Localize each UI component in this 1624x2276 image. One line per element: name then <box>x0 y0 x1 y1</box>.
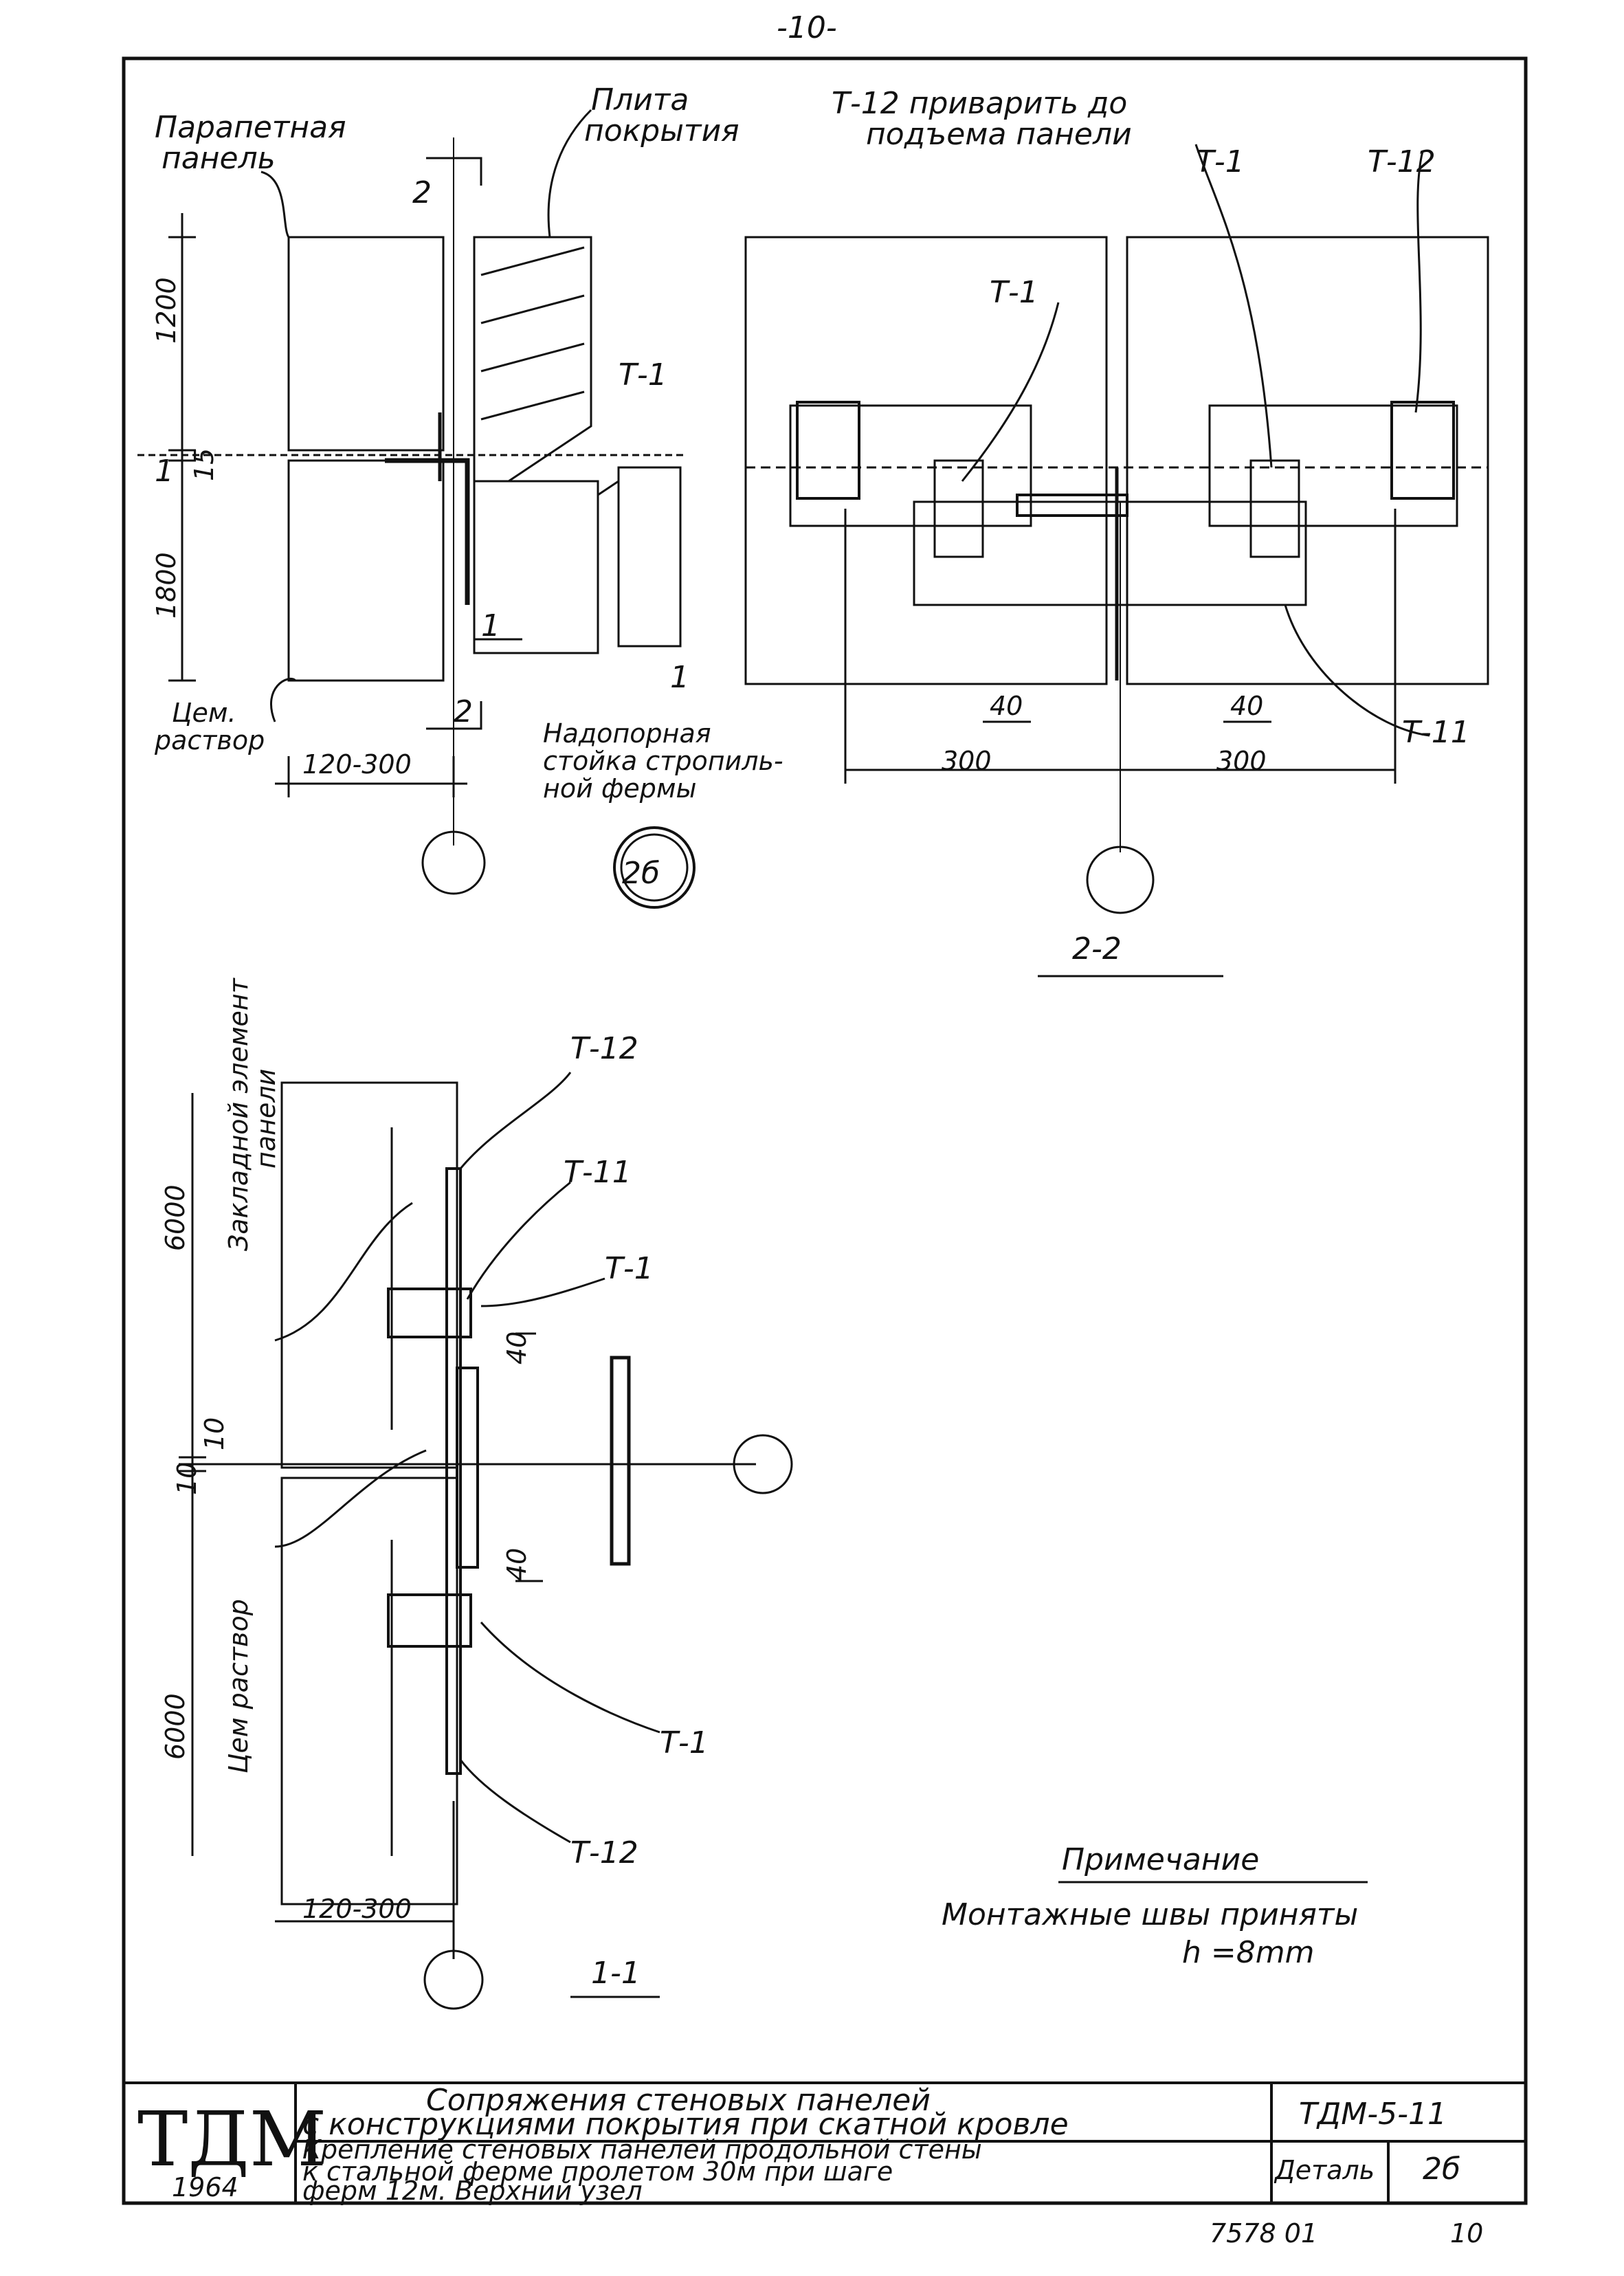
note-title: Примечание <box>1062 1842 1259 1877</box>
page-number: -10- <box>777 10 837 45</box>
title-block <box>122 2081 1527 2205</box>
label-cement-2: раствор <box>154 725 265 755</box>
note-line-2: h =8mm <box>1182 1935 1314 1970</box>
section-2-2 <box>744 144 1489 977</box>
detail-bubble: 2б <box>622 856 660 891</box>
label-t1-b: Т-1 <box>660 1725 709 1760</box>
dim-15: 15 <box>189 448 219 481</box>
dim-40-b: 40 <box>1230 691 1263 721</box>
footer-sheet: 10 <box>1450 2218 1483 2249</box>
label-embedded-1: Закладной элемент <box>223 977 254 1251</box>
note-line-1: Монтажные швы приняты <box>942 1897 1358 1932</box>
label-parapet-2: панель <box>162 141 276 176</box>
label-t11-a: Т-11 <box>564 1155 632 1190</box>
dim-120-300-bottom: 120-300 <box>302 1894 412 1924</box>
label-t1-top: Т-1 <box>1196 144 1245 179</box>
dim-1800: 1800 <box>151 552 181 619</box>
footer-stamp: 7578 01 <box>1210 2218 1317 2249</box>
label-t12-top: Т-12 <box>1368 144 1436 179</box>
dim-300-right: 300 <box>1216 746 1267 776</box>
dim-120-300-top: 120-300 <box>302 749 412 780</box>
tdm-logo: ТДМ <box>137 2095 326 2183</box>
label-t12-note-1: Т-12 приварить до <box>832 86 1127 121</box>
section-mark-1-edge: 1 <box>155 454 174 489</box>
detail-label: Деталь <box>1273 2155 1375 2185</box>
label-t1-a: Т-1 <box>605 1251 654 1286</box>
section-mark-2-top: 2 <box>412 175 432 210</box>
label-t1-center: Т-1 <box>990 275 1038 310</box>
label-roof-slab-1: Плита <box>591 82 689 118</box>
desc-line-3: ферм 12м. Верхний узел <box>302 2176 643 2206</box>
section-2-2-label: 2-2 <box>1072 931 1122 966</box>
section-mark-1-left: 1 <box>481 608 500 643</box>
section-1-1-label: 1-1 <box>591 1956 641 1991</box>
dim-40-c: 40 <box>502 1332 532 1365</box>
dim-10-a: 10 <box>199 1417 230 1450</box>
label-parapet-1: Парапетная <box>155 110 346 145</box>
label-t1-left: Т-1 <box>619 357 667 393</box>
dim-6000-bottom: 6000 <box>160 1693 190 1760</box>
desc-line-1: Крепление стеновых панелей продольной ст… <box>302 2134 982 2165</box>
section-mark-2-bottom: 2 <box>454 694 473 729</box>
label-cement-vertical: Цем раствор <box>223 1599 254 1774</box>
label-t12-b: Т-12 <box>570 1835 638 1870</box>
label-support-2: стойка стропиль- <box>543 746 783 776</box>
dim-10-b: 10 <box>172 1462 202 1495</box>
title-line-1: Сопряжения стеновых панелей <box>426 2083 931 2118</box>
label-support-1: Надопорная <box>543 718 711 749</box>
label-t11-right: Т-11 <box>1402 715 1470 750</box>
label-t12-a: Т-12 <box>570 1031 638 1066</box>
label-embedded-2: панели <box>251 1069 281 1169</box>
title-year: 1964 <box>172 2172 238 2202</box>
label-roof-slab-2: покрытия <box>584 113 739 148</box>
label-cement-1: Цем. <box>172 698 236 728</box>
top-left-section <box>137 109 696 909</box>
dim-1200: 1200 <box>151 277 181 344</box>
detail-value: 2б <box>1423 2152 1460 2187</box>
dim-300-left: 300 <box>942 746 992 776</box>
section-mark-1-right: 1 <box>670 660 689 695</box>
section-1-1 <box>179 1072 793 2010</box>
dim-40-a: 40 <box>990 691 1023 721</box>
label-t12-note-2: подъема панели <box>866 117 1132 152</box>
label-support-3: ной фермы <box>543 773 697 804</box>
dim-40-d: 40 <box>502 1548 532 1581</box>
title-code: ТДМ-5-11 <box>1299 2097 1447 2132</box>
annotations: Парапетная панель Плита покрытия Т-12 пр… <box>137 82 1483 2249</box>
dim-6000-top: 6000 <box>160 1184 190 1251</box>
desc-line-2: к стальной ферме пролетом 30м при шаге <box>302 2156 893 2187</box>
title-line-2: с конструкциями покрытия при скатной кро… <box>302 2107 1069 2142</box>
